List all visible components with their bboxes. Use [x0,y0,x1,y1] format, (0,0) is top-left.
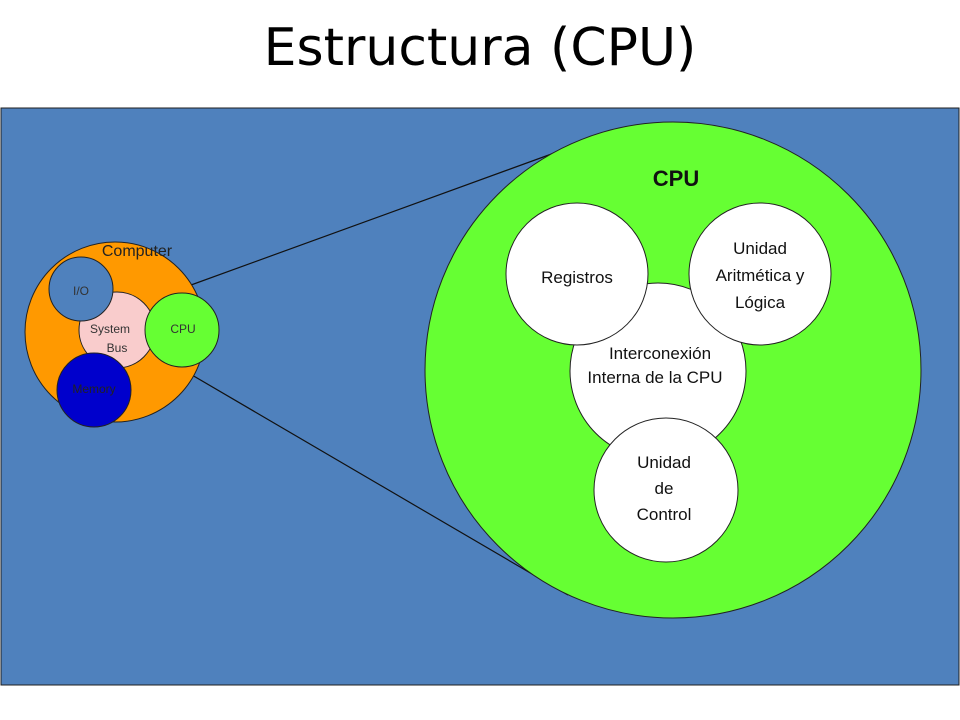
io-circle [48,256,114,322]
system-bus-label-1: System [90,322,130,336]
zoom-line-bottom [179,367,569,596]
memory-circle [56,352,132,428]
system-bus-label-2: Bus [107,341,128,355]
small-cpu-label: CPU [170,322,195,336]
memory-label: Memory [72,382,115,396]
small-cpu-circle [144,292,220,368]
control-label-3: Control [637,505,692,524]
alu-label-1: Unidad [733,239,787,258]
control-label-1: Unidad [637,453,691,472]
alu-label-2: Aritmética y [716,266,805,285]
slide-title: Estructura (CPU) [263,18,697,78]
computer-label: Computer [102,243,173,260]
registros-circle [505,202,649,346]
io-label: I/O [73,284,89,298]
alu-label-3: Lógica [735,293,786,312]
registros-label: Registros [541,268,613,287]
alu-circle [688,202,832,346]
zoom-line-top [179,139,591,290]
interconexion-label-1: Interconexión [609,344,711,363]
interconexion-label-2: Interna de la CPU [587,368,722,387]
control-label-2: de [655,479,674,498]
control-circle [593,417,739,563]
cpu-detail-label: CPU [653,166,699,191]
